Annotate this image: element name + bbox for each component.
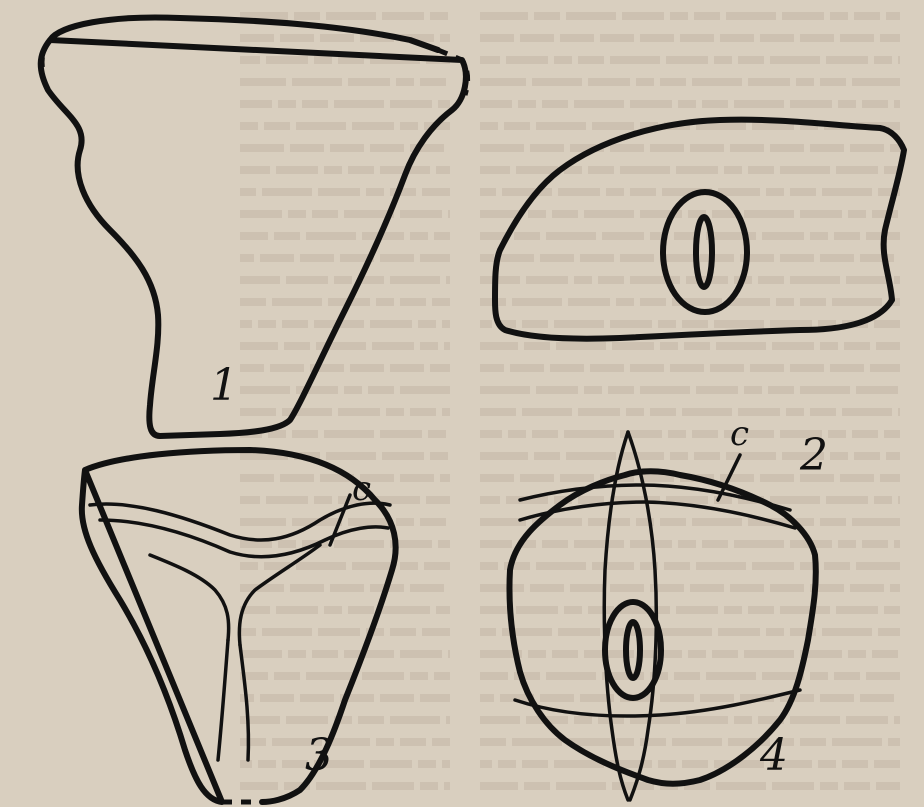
- figure-1: 1: [41, 17, 468, 436]
- figure-3-inner-stem-right: [240, 645, 248, 760]
- figure-4-inner-slit: [626, 622, 640, 678]
- figure-2: 2: [495, 120, 904, 481]
- figure-3-inner-branch-right: [239, 545, 320, 645]
- figure-4-cross-line: [515, 690, 800, 716]
- figure-1-outline: [41, 17, 466, 436]
- figure-2-inner-slit: [696, 217, 712, 287]
- figure-1-number: 1: [210, 360, 238, 411]
- figure-3: c 3: [82, 450, 396, 802]
- figure-4: c 4: [509, 414, 815, 800]
- figure-3-inner-stem-left: [218, 640, 228, 760]
- figure-3-inner-branch-left: [150, 555, 229, 640]
- figure-2-inner-ring: [663, 192, 747, 312]
- figure-4-number: 4: [759, 730, 788, 781]
- figure-3-number: 3: [305, 730, 333, 781]
- figure-3-pointer-c: [330, 495, 350, 545]
- figure-4-inner-ring: [605, 602, 661, 698]
- figure-2-number: 2: [799, 430, 828, 481]
- figure-3-label-c: c: [352, 469, 371, 509]
- figure-4-label-c: c: [730, 414, 749, 454]
